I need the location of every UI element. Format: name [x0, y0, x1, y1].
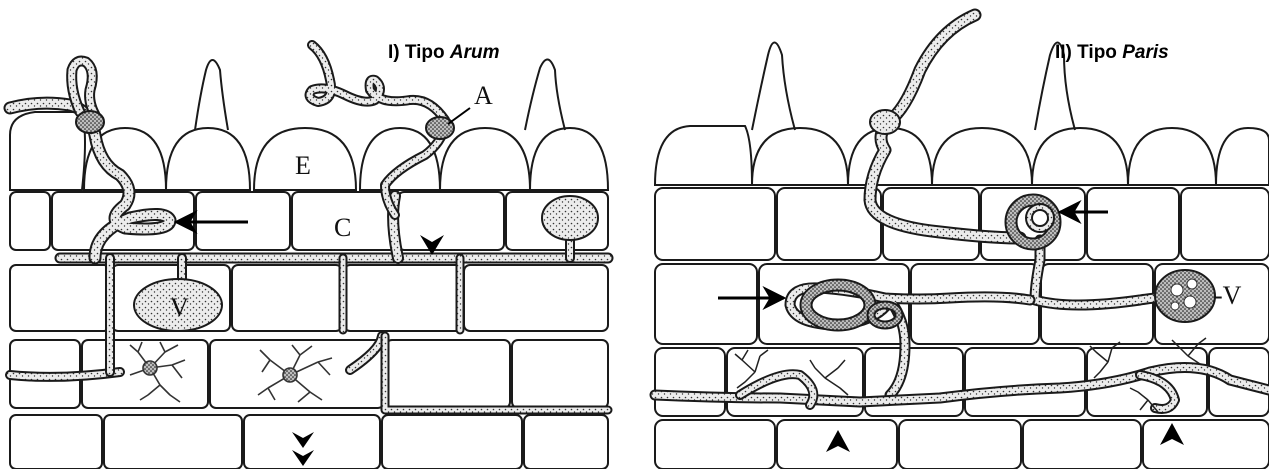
cortex-row-2 — [10, 265, 608, 331]
appressorium-pointer — [448, 108, 470, 124]
label-cortex: C — [334, 213, 351, 242]
panel-paris-title-prefix: II) Tipo — [1055, 42, 1122, 63]
panel-paris-title-genus: Paris — [1122, 42, 1168, 63]
panel-arum: A E C V I) Tipo Arum — [10, 42, 608, 469]
cortex-row-1 — [655, 188, 1269, 260]
label-vesicle: -V — [1214, 281, 1242, 310]
appressorium-2 — [426, 117, 454, 139]
epidermis-row — [655, 126, 1269, 185]
vesicle — [1155, 270, 1215, 322]
cortex-row-4 — [655, 420, 1269, 469]
cortex-row-4 — [10, 415, 608, 469]
label-vesicle: V — [170, 293, 189, 322]
panel-paris: -V II) Tipo Paris — [655, 15, 1269, 469]
label-appressorium: A — [474, 81, 493, 110]
appressorium — [870, 110, 900, 134]
appressorium-1 — [76, 111, 104, 133]
panel-paris-title: II) Tipo Paris — [1055, 42, 1169, 63]
panel-arum-title: I) Tipo Arum — [388, 42, 500, 63]
label-epidermis: E — [295, 151, 311, 180]
panel-arum-title-prefix: I) Tipo — [388, 42, 450, 63]
panel-arum-title-genus: Arum — [449, 42, 500, 63]
